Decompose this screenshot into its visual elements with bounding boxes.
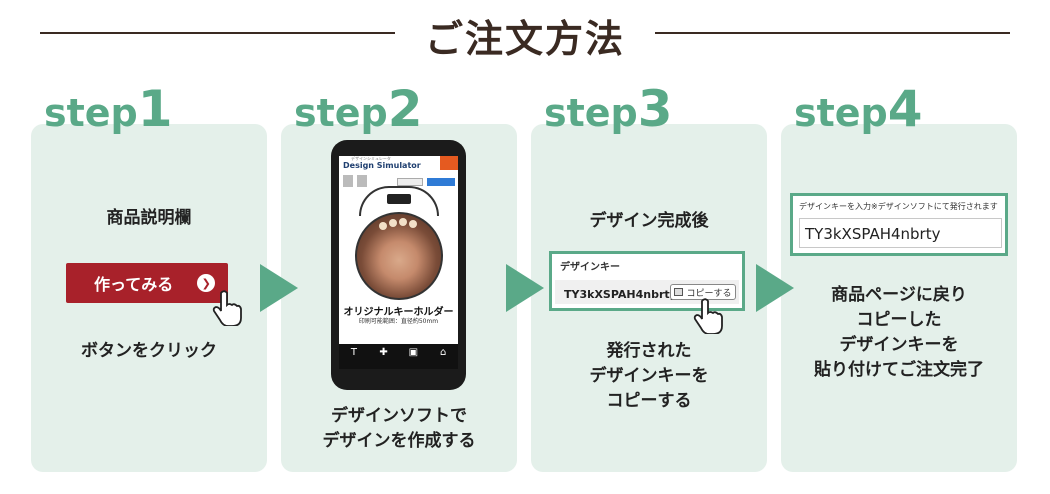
flower-crown: [379, 222, 387, 230]
gift-tool-icon: ⌂: [439, 347, 447, 358]
copy-icon: [674, 288, 684, 296]
bottom-toolbar: T ✚ ▣ ⌂: [339, 344, 458, 369]
text-tool-icon: T: [350, 347, 357, 358]
step-word: step: [544, 91, 638, 135]
pointer-hand-icon: [693, 298, 723, 334]
step4-caption-2: コピーした: [856, 310, 942, 330]
step2-label: step2: [294, 80, 423, 138]
flower-crown: [399, 218, 407, 226]
step-word: step: [294, 91, 388, 135]
product-subtitle: 印刷可能範囲：直径約50mm: [358, 318, 439, 325]
app-title: Design Simulator: [343, 161, 421, 170]
title-line-left: [40, 32, 395, 34]
step3-caption-2: デザインキーを: [589, 366, 709, 386]
step3-caption-3: コピーする: [606, 391, 692, 411]
page-title: ご注文方法: [424, 17, 625, 61]
step1-label: step1: [44, 80, 173, 138]
image-tool-icon: ▣: [408, 347, 419, 358]
try-making-button[interactable]: 作ってみる ❯: [66, 263, 228, 303]
app-badge: [440, 156, 458, 170]
phone-screen: デザインシミュレータ Design Simulator オリジナルキーホルダー …: [339, 156, 458, 369]
app-subtitle: デザインシミュレータ: [351, 156, 391, 161]
flower-crown: [389, 219, 397, 227]
step-number: 2: [387, 80, 423, 138]
stamp-tool-icon: ✚: [379, 347, 388, 358]
design-key-input-label: デザインキーを入力※デザインソフトにて発行されます: [799, 202, 998, 211]
design-key-input-panel: デザインキーを入力※デザインソフトにて発行されます TY3kXSPAH4nbrt…: [790, 193, 1008, 256]
product-title: オリジナルキーホルダー: [343, 307, 454, 318]
step1-heading: 商品説明欄: [106, 208, 192, 228]
app-button: [397, 178, 423, 186]
tool-icon: [357, 175, 367, 187]
chevron-right-icon: ❯: [197, 274, 216, 292]
smartphone-mockup: デザインシミュレータ Design Simulator オリジナルキーホルダー …: [331, 140, 466, 390]
design-key-input[interactable]: [799, 218, 1002, 248]
step3-label: step3: [544, 80, 673, 138]
step3-heading: デザイン完成後: [589, 211, 709, 231]
step-number: 3: [637, 80, 673, 138]
app-button: [427, 178, 455, 186]
baby-photo: [355, 212, 443, 300]
keyholder-tab: [387, 194, 411, 204]
design-key-label: デザインキー: [560, 262, 620, 273]
design-key-input-value: TY3kXSPAH4nbrty: [805, 225, 941, 243]
step3-caption-1: 発行された: [606, 341, 692, 361]
design-key-value: TY3kXSPAH4nbrty: [564, 288, 677, 301]
step4-caption-3: デザインキーを: [839, 335, 959, 355]
title-line-right: [655, 32, 1010, 34]
arrow-right-icon: [506, 264, 544, 312]
step2-caption-1: デザインソフトで: [331, 406, 467, 426]
step-number: 1: [137, 80, 173, 138]
button-label: 作ってみる: [94, 275, 174, 294]
pointer-hand-icon: [212, 290, 242, 326]
arrow-right-icon: [756, 264, 794, 312]
arrow-right-icon: [260, 264, 298, 312]
tool-icon: [343, 175, 353, 187]
flower-crown: [409, 220, 417, 228]
step4-card: [781, 124, 1017, 472]
step-word: step: [44, 91, 138, 135]
step4-caption-4: 貼り付けてご注文完了: [814, 360, 984, 380]
step1-caption: ボタンをクリック: [81, 341, 217, 361]
step4-caption-1: 商品ページに戻り: [831, 285, 967, 305]
step4-label: step4: [794, 80, 923, 138]
step2-caption-2: デザインを作成する: [322, 431, 476, 451]
step-number: 4: [887, 80, 923, 138]
step-word: step: [794, 91, 888, 135]
copy-label: コピーする: [686, 288, 732, 299]
